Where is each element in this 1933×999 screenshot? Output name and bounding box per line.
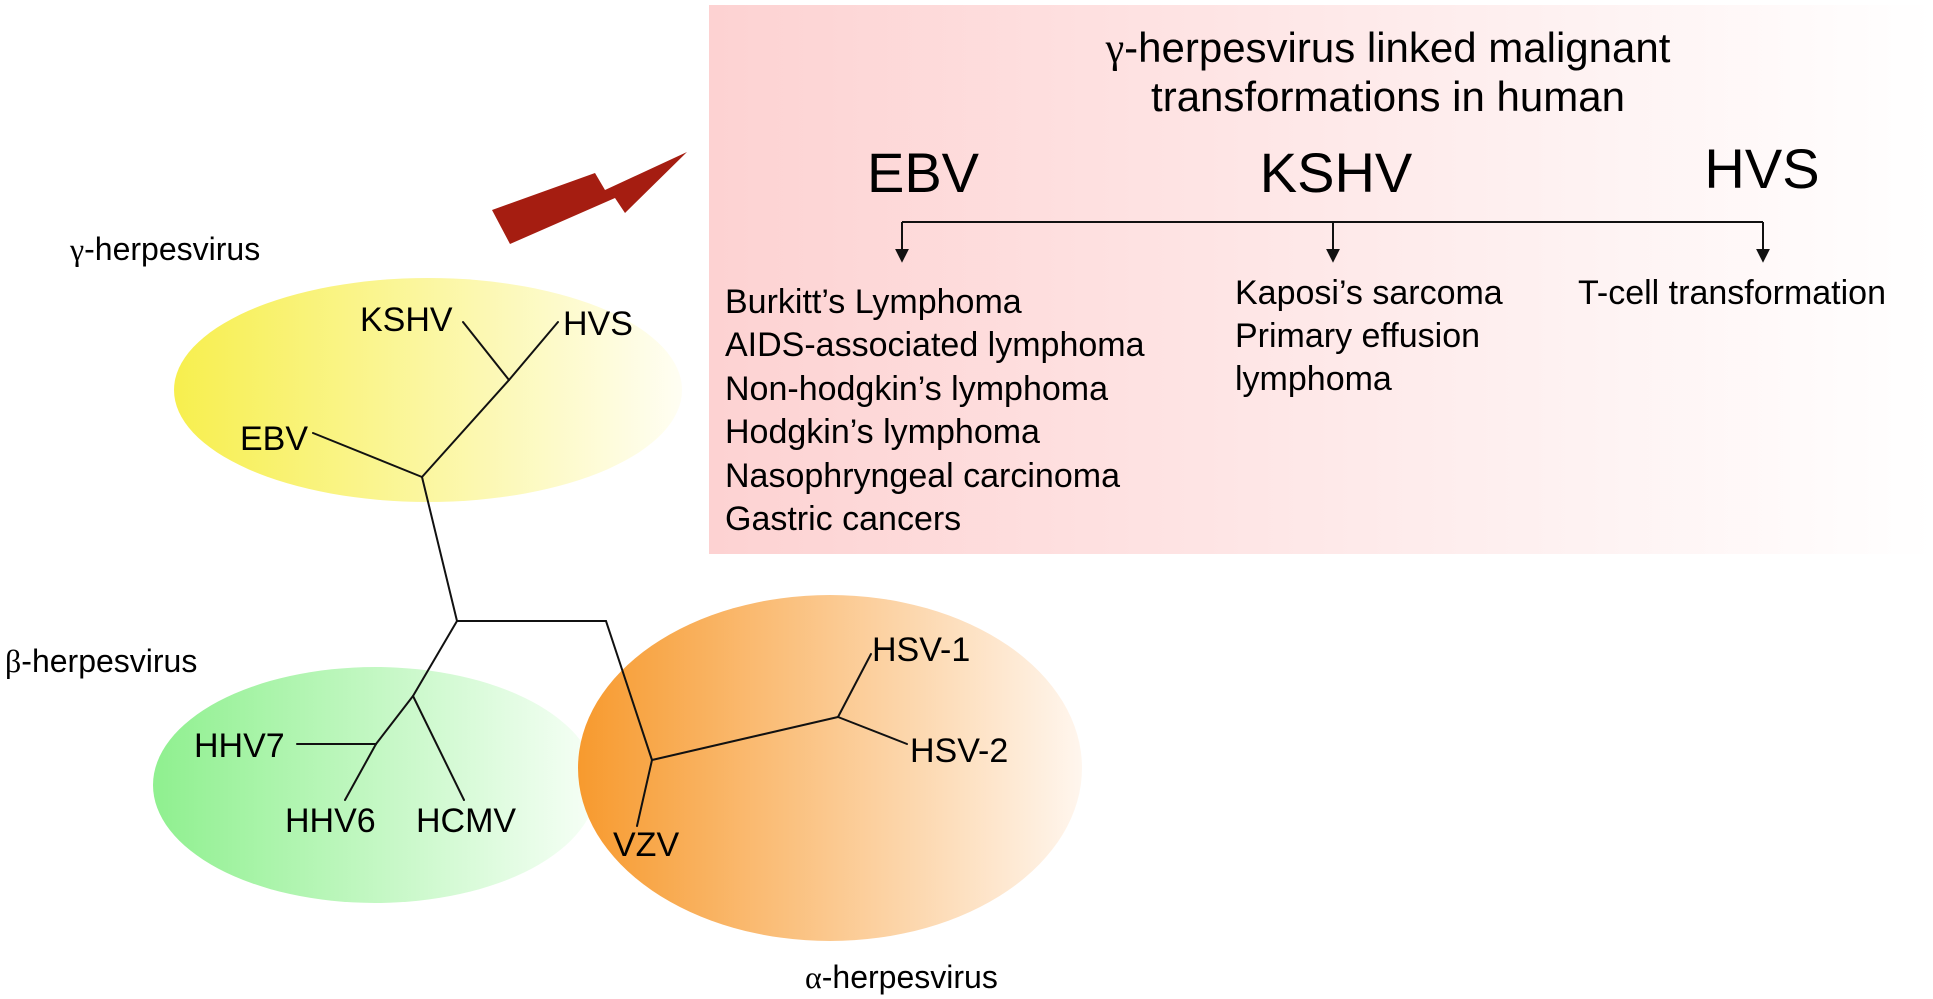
hvs-disease-list: T-cell transformation bbox=[1578, 274, 1886, 312]
branch-gamma-trunk bbox=[421, 476, 458, 622]
disease-item: Nasophryngeal carcinoma bbox=[725, 457, 1120, 495]
disease-item: Primary effusion bbox=[1235, 317, 1480, 355]
leaf-label-hvs: HVS bbox=[563, 305, 633, 343]
alpha-herpesvirus-label: α-herpesvirus bbox=[805, 959, 998, 995]
malignancy-panel bbox=[709, 5, 1933, 554]
disease-item: T-cell transformation bbox=[1578, 274, 1886, 312]
disease-item: Gastric cancers bbox=[725, 500, 961, 538]
disease-item: Hodgkin’s lymphoma bbox=[725, 413, 1040, 451]
panel-header-ebv: EBV bbox=[867, 141, 980, 204]
gamma-herpesvirus-label: γ-herpesvirus bbox=[69, 231, 260, 267]
disease-item: Burkitt’s Lymphoma bbox=[725, 283, 1022, 321]
branch-hvs bbox=[508, 321, 559, 381]
disease-item: Kaposi’s sarcoma bbox=[1235, 274, 1503, 312]
leaf-label-hhv7: HHV7 bbox=[194, 727, 285, 765]
leaf-label-hsv1: HSV-1 bbox=[872, 631, 970, 669]
panel-title-line-1: γ-herpesvirus linked malignant bbox=[1105, 24, 1671, 72]
alpha-herpesvirus-cluster bbox=[578, 595, 1082, 941]
branch-vzv bbox=[636, 759, 653, 827]
leaf-label-vzv: VZV bbox=[613, 826, 679, 864]
kshv-disease-list: Kaposi’s sarcoma Primary effusion lympho… bbox=[1235, 274, 1503, 398]
branch-beta-stem bbox=[412, 620, 458, 697]
branch-hsv-stem bbox=[651, 716, 839, 761]
ebv-disease-list: Burkitt’s Lymphoma AIDS-associated lymph… bbox=[725, 283, 1145, 538]
disease-item: lymphoma bbox=[1235, 360, 1392, 398]
leaf-label-ebv: EBV bbox=[240, 420, 308, 458]
branch-ebv bbox=[312, 432, 423, 478]
leaf-label-hsv2: HSV-2 bbox=[910, 732, 1008, 770]
disease-item: AIDS-associated lymphoma bbox=[725, 326, 1145, 364]
beta-herpesvirus-label: β-herpesvirus bbox=[5, 643, 197, 679]
leaf-label-hcmv: HCMV bbox=[416, 802, 516, 840]
beta-herpesvirus-cluster bbox=[153, 667, 597, 903]
panel-title-line-2: transformations in human bbox=[1151, 73, 1625, 120]
phylogenetic-tree bbox=[296, 321, 908, 827]
branch-hcmv bbox=[412, 695, 465, 801]
panel-header-hvs: HVS bbox=[1704, 137, 1819, 200]
panel-header-kshv: KSHV bbox=[1260, 141, 1413, 204]
branch-gamma-stem bbox=[421, 379, 510, 478]
branch-kshv bbox=[462, 321, 510, 381]
red-arrow-icon bbox=[492, 152, 687, 244]
panel-connector bbox=[895, 221, 1770, 263]
leaf-label-kshv: KSHV bbox=[360, 301, 453, 339]
leaf-label-hhv6: HHV6 bbox=[285, 802, 376, 840]
disease-item: Non-hodgkin’s lymphoma bbox=[725, 370, 1108, 408]
gamma-herpesvirus-cluster bbox=[174, 278, 682, 502]
branch-hhv6 bbox=[344, 743, 377, 801]
branch-hsv1 bbox=[837, 653, 872, 718]
branch-alpha-stem bbox=[456, 620, 653, 761]
branch-beta-inner bbox=[375, 695, 414, 745]
branch-hsv2 bbox=[837, 716, 908, 745]
